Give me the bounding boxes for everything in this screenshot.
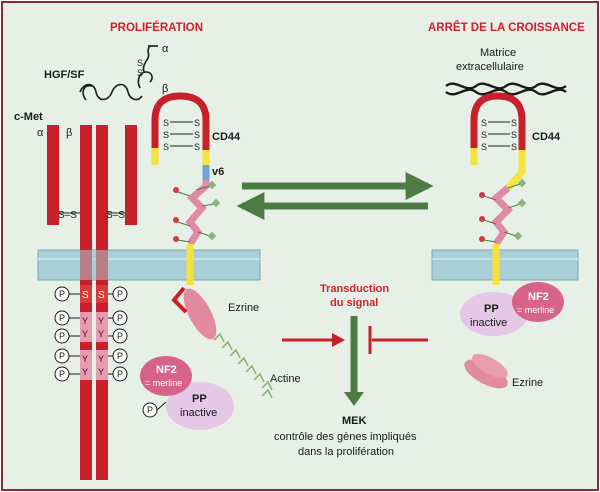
title-proliferation: PROLIFÉRATION: [110, 21, 203, 34]
signal-inhibition: [368, 326, 428, 354]
y-site-2: Y: [98, 316, 104, 326]
p-8: P: [117, 351, 123, 361]
cd44-right-s-3: S: [481, 130, 487, 140]
transduction-label-1: Transduction: [320, 283, 389, 295]
pp-right-label: PP: [484, 303, 499, 315]
transduction-label-2: du signal: [330, 297, 378, 309]
hgf-alpha-label: α: [162, 43, 169, 55]
nf2-right-label: NF2: [528, 291, 549, 303]
cd44-right-s-6: S: [511, 142, 517, 152]
y-site-5: Y: [82, 354, 88, 364]
s-site-2: S: [98, 290, 105, 301]
hgf-ligand: [79, 45, 158, 101]
nf2-left-label: NF2: [156, 364, 177, 376]
title-arret-croissance: ARRÊT DE LA CROISSANCE: [428, 21, 585, 34]
ezrine-left: [171, 286, 217, 340]
phosphate-links: [69, 293, 167, 411]
inactive-left-label: inactive: [180, 407, 217, 419]
p-10: P: [117, 369, 123, 379]
controle-genes-label-1: contrôle des gènes impliqués: [274, 431, 417, 443]
merline-left-label: = merline: [145, 378, 182, 388]
signal-arrow-in: [282, 333, 345, 347]
cmet-y-sites: [80, 312, 108, 380]
hgf-s-2: S: [137, 68, 143, 78]
actine-label: Actine: [270, 373, 301, 385]
cd44-left-label: CD44: [212, 131, 241, 143]
y-site-3: Y: [82, 329, 88, 339]
extracellular-matrix: [445, 82, 567, 96]
cmet-alpha-label: α: [37, 127, 44, 139]
ezrine-right-label: Ezrine: [512, 377, 543, 389]
ezrine-left-label: Ezrine: [228, 302, 259, 314]
equilibrium-arrows: [236, 172, 434, 220]
hgf-beta-label: β: [162, 83, 168, 95]
p-4: P: [117, 313, 123, 323]
cell-membrane-right: [431, 249, 579, 281]
s-site-1: S: [82, 290, 89, 301]
cd44-left-s-6: S: [194, 142, 200, 152]
p-2: P: [117, 289, 123, 299]
p-11: P: [147, 405, 153, 415]
hgf-label: HGF/SF: [44, 69, 85, 81]
v6-label: v6: [212, 166, 224, 178]
cd44-left-s-5: S: [163, 142, 169, 152]
cmet-label: c-Met: [14, 111, 43, 123]
y-site-6: Y: [98, 354, 104, 364]
cmet-disulfide-2: S–S: [106, 210, 125, 221]
actin-filament: [213, 332, 273, 399]
pp-inactive-left: [166, 382, 234, 430]
cmet-disulfide-1: S–S: [58, 210, 77, 221]
p-1: P: [59, 289, 65, 299]
matrice-label-2: extracellulaire: [456, 61, 524, 73]
y-site-7: Y: [82, 367, 88, 377]
cd44-left-s-3: S: [163, 130, 169, 140]
nf2-merline-right: [512, 282, 564, 322]
cd44-right-s-5: S: [481, 142, 487, 152]
cell-membrane-left: [37, 249, 261, 281]
cd44-receptor-right: [470, 92, 526, 285]
cd44-right-s-4: S: [511, 130, 517, 140]
p-7: P: [59, 351, 65, 361]
cd44-right-label: CD44: [532, 131, 561, 143]
controle-genes-label-2: dans la prolifération: [298, 446, 394, 458]
p-3: P: [59, 313, 65, 323]
pp-inactive-right: [460, 292, 528, 336]
cd44-left-s-2: S: [194, 118, 200, 128]
y-site-8: Y: [98, 367, 104, 377]
cd44-right-s-2: S: [511, 118, 517, 128]
p-9: P: [59, 369, 65, 379]
y-site-4: Y: [98, 329, 104, 339]
cd44-right-s-1: S: [481, 118, 487, 128]
p-5: P: [59, 331, 65, 341]
merline-right-label: = merline: [517, 305, 554, 315]
cd44-left-s-1: S: [163, 118, 169, 128]
y-site-1: Y: [82, 316, 88, 326]
cmet-beta-label: β: [66, 127, 72, 139]
matrice-label-1: Matrice: [480, 47, 516, 59]
cd44-left-s-4: S: [194, 130, 200, 140]
pp-left-label: PP: [192, 393, 207, 405]
nf2-merline-left: [140, 356, 192, 396]
p-6: P: [117, 331, 123, 341]
mek-label: MEK: [342, 415, 367, 427]
signal-arrow-down: [344, 316, 364, 406]
inactive-right-label: inactive: [470, 317, 507, 329]
cmet-s-sites: [80, 285, 108, 303]
hgf-s-1: S: [137, 58, 143, 68]
ezrine-right: [464, 353, 508, 389]
glycosylation-left: [173, 180, 221, 243]
